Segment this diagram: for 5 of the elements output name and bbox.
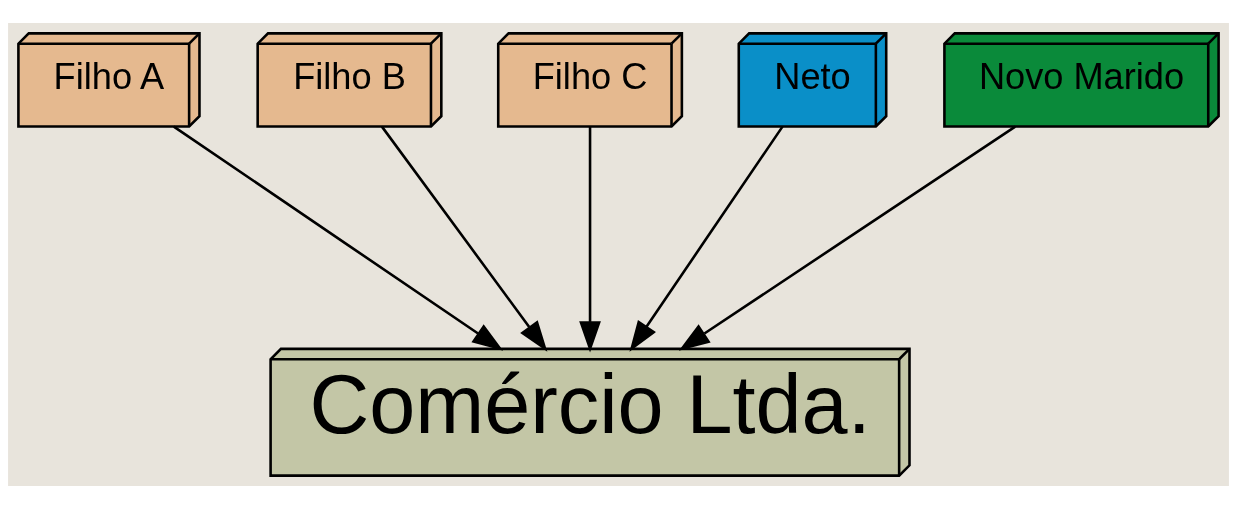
arrow xyxy=(678,125,1016,351)
arrow xyxy=(173,125,504,351)
arrow xyxy=(579,126,601,353)
arrow xyxy=(629,125,784,352)
arrow xyxy=(380,125,548,352)
